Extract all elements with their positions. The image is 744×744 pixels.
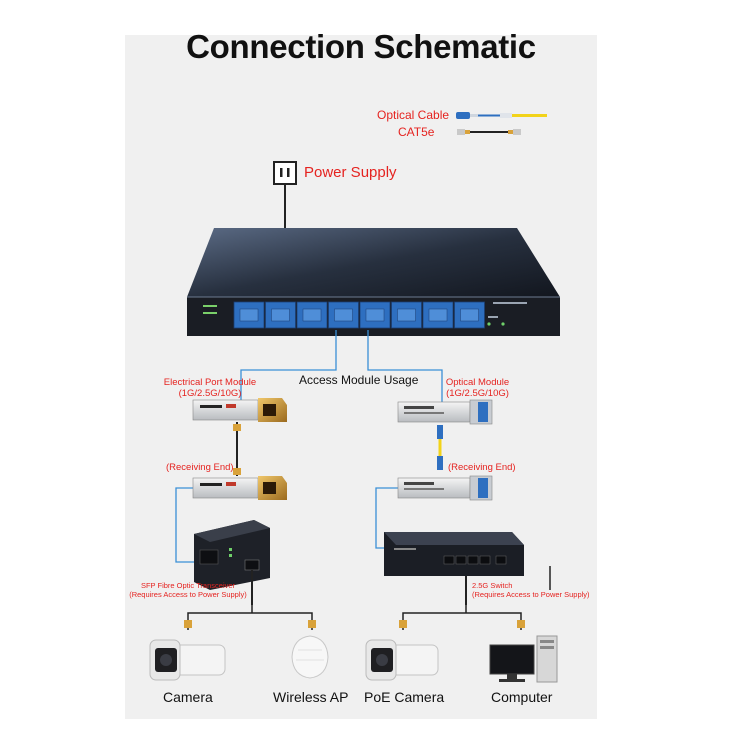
device-label-poe-camera: PoE Camera [364, 689, 445, 705]
sfp-port-slot-8 [460, 308, 479, 322]
device-label-camera: Camera [163, 689, 213, 705]
optical-module-icon [397, 399, 493, 470]
transceiver-label: SFP Fibre Optic Transceiver (Requires Ac… [129, 581, 247, 599]
optical-receiving-module-icon [397, 475, 493, 501]
sfp-transceiver-icon [194, 520, 270, 605]
sfp-port-slot-3 [302, 308, 322, 322]
optical-module-label: Optical Module (1G/2.5G/10G) [445, 377, 510, 399]
computer-icon [489, 635, 558, 683]
diagram-panel [125, 35, 597, 719]
sfp-port-slot-1 [239, 308, 259, 322]
device-cables [187, 605, 522, 630]
sfp-port-slot-4 [334, 308, 353, 322]
switch-2-5g-label: 2.5G Switch (Requires Access to Power Su… [472, 581, 590, 599]
power-supply-label: Power Supply [304, 164, 397, 181]
sfp-port-slot-6 [397, 308, 416, 322]
sfp-port-slot-7 [428, 308, 448, 322]
device-label-wireless-ap: Wireless AP [273, 689, 349, 705]
cat5e-label: CAT5e [398, 125, 435, 139]
page-title: Connection Schematic [186, 28, 536, 65]
wireless-ap-icon [291, 635, 329, 679]
access-module-usage-label: Access Module Usage [299, 373, 419, 387]
main-switch-icon [187, 228, 560, 336]
receiving-end-right-label: (Receiving End) [448, 462, 516, 473]
electrical-module-label: Electrical Port Module (1G/2.5G/10G) [163, 377, 257, 399]
device-label-computer: Computer [491, 689, 553, 705]
poe-camera-icon [365, 639, 439, 681]
electrical-port-module-icon [192, 398, 287, 476]
connection-lines [175, 330, 443, 563]
sfp-port-slot-2 [271, 308, 290, 322]
switch-2-5g-icon [384, 532, 551, 605]
sfp-port-slot-5 [365, 308, 385, 322]
camera-icon [149, 639, 226, 681]
receiving-end-left-label: (Receiving End) [166, 462, 234, 473]
cat5e-legend-icon [457, 129, 521, 135]
electrical-receiving-module-icon [192, 476, 287, 500]
optical-cable-legend-icon [456, 112, 547, 119]
power-outlet-icon [273, 161, 297, 232]
optical-cable-label: Optical Cable [377, 108, 450, 122]
